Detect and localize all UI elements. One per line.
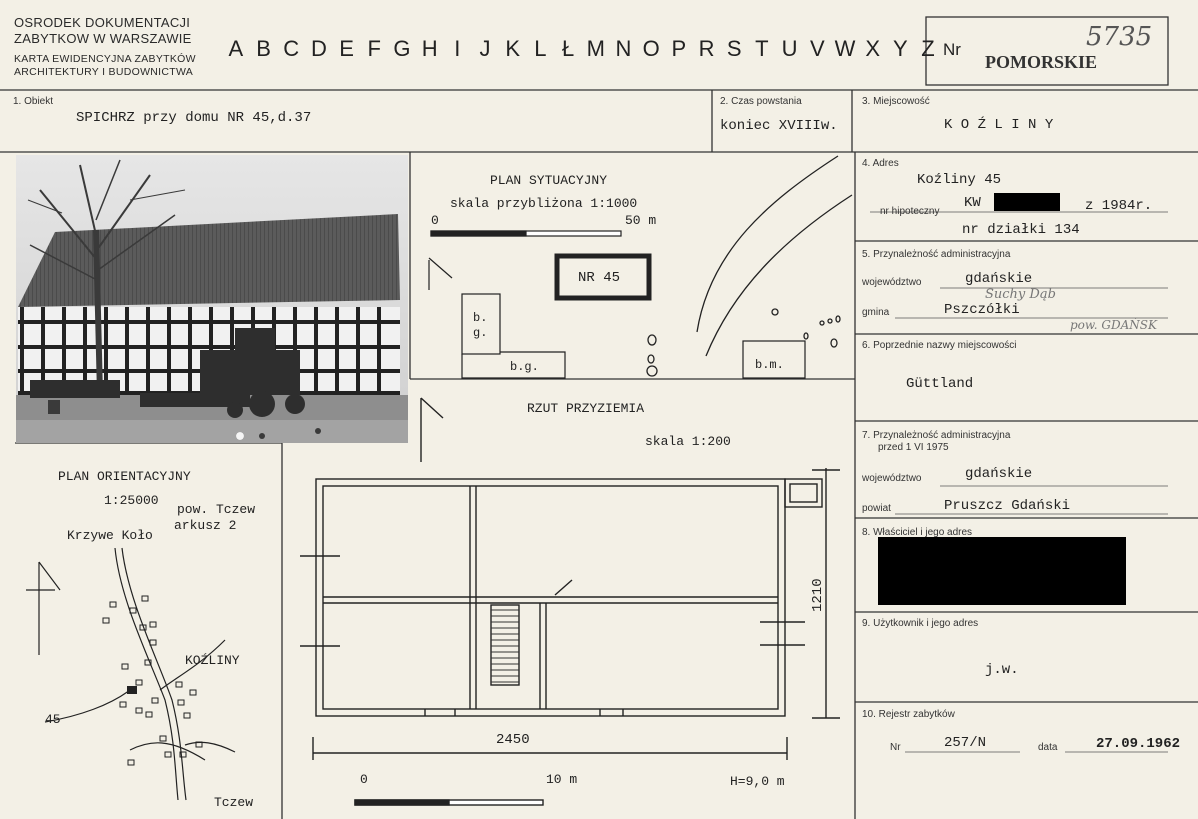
uzytkownik-value: j.w. bbox=[985, 662, 1019, 678]
admin-gmina-value: Pszczółki bbox=[944, 302, 1020, 318]
house-label: NR 45 bbox=[578, 270, 621, 286]
admin1975-label-1: 7. Przynależność administracyjna bbox=[862, 430, 1011, 441]
index-letter: R bbox=[698, 36, 715, 61]
rejestr-nr-label: Nr bbox=[890, 742, 901, 753]
index-letter: P bbox=[671, 36, 687, 61]
index-letter: U bbox=[781, 36, 798, 61]
index-letter: Z bbox=[921, 36, 935, 61]
outbuilding-label-1a: b. bbox=[473, 311, 488, 325]
index-letter: K bbox=[505, 36, 521, 61]
redacted-kw-number bbox=[994, 193, 1060, 211]
index-letter: C bbox=[283, 36, 300, 61]
index-letter: E bbox=[339, 36, 354, 61]
index-letter: J bbox=[479, 36, 491, 61]
index-letter: A bbox=[228, 36, 244, 61]
outbuilding-label-bm: b.m. bbox=[755, 358, 784, 372]
map-town-tczew: Tczew bbox=[214, 795, 254, 810]
admin-gmina-label: gmina bbox=[862, 307, 890, 318]
wlasciciel-label: 8. Właściciel i jego adres bbox=[862, 527, 973, 538]
floor-plan-title: RZUT PRZYZIEMIA bbox=[527, 401, 645, 416]
admin1975-powiat-label: powiat bbox=[862, 503, 891, 514]
site-plan-scale-end: 50 m bbox=[625, 213, 657, 228]
card-number: 5735 bbox=[1086, 22, 1153, 52]
index-letter: B bbox=[256, 36, 271, 61]
institution-line-2: ZABYTKOW W WARSZAWIE bbox=[14, 31, 192, 46]
miejscowosc-label: 3. Miejscowość bbox=[862, 96, 930, 107]
czas-value: koniec XVIIIw. bbox=[720, 118, 838, 134]
rejestr-data-label: data bbox=[1038, 742, 1058, 753]
building-height: H=9,0 m bbox=[730, 774, 785, 789]
index-letter: Y bbox=[893, 36, 908, 61]
handwritten-gmina-note: Suchy Dąb bbox=[985, 287, 1056, 302]
obiekt-label: 1. Obiekt bbox=[13, 96, 54, 107]
index-letter: S bbox=[726, 36, 742, 61]
poprzednie-value: Güttland bbox=[906, 376, 974, 392]
index-letter: O bbox=[642, 36, 660, 61]
rejestr-data-value: 27.09.1962 bbox=[1096, 736, 1181, 752]
admin1975-woj-label: województwo bbox=[862, 473, 922, 484]
adres-label: 4. Adres bbox=[862, 158, 899, 169]
rejestr-nr-value: 257/N bbox=[944, 735, 987, 751]
outbuilding-label-2: b.g. bbox=[510, 360, 539, 374]
handwritten-powiat-note: pow. GDAŃSK bbox=[1070, 318, 1157, 332]
floor-plan-scale-end: 10 m bbox=[546, 772, 578, 787]
site-plan-scale: skala przybliżona 1:1000 bbox=[450, 196, 638, 211]
admin-label: 5. Przynależność administracyjna bbox=[862, 249, 1011, 260]
poprzednie-label: 6. Poprzednie nazwy miejscowości bbox=[862, 340, 1017, 351]
index-letter: X bbox=[865, 36, 880, 61]
uzytkownik-label: 9. Użytkownik i jego adres bbox=[862, 618, 979, 629]
rejestr-label: 10. Rejestr zabytków bbox=[862, 709, 955, 720]
admin1975-powiat-value: Pruszcz Gdański bbox=[944, 498, 1071, 514]
obiekt-value: SPICHRZ przy domu NR 45,d.37 bbox=[76, 110, 312, 126]
hipoteka-label: nr hipoteczny bbox=[880, 206, 940, 217]
map-town-kozliny: KOŹLINY bbox=[185, 653, 240, 668]
admin-woj-value: gdańskie bbox=[965, 271, 1033, 287]
redacted-owner-address bbox=[878, 537, 1126, 605]
orientation-plan-arkusz: arkusz 2 bbox=[174, 518, 237, 533]
dzialka-value: nr działki 134 bbox=[962, 222, 1080, 238]
floor-plan-depth-dimension: 1210 bbox=[810, 578, 826, 612]
floor-plan-scale: skala 1:200 bbox=[645, 434, 731, 449]
site-plan-title: PLAN SYTUACYJNY bbox=[490, 173, 608, 188]
outbuilding-label-1b: g. bbox=[473, 326, 488, 340]
orientation-plan-scale: 1:25000 bbox=[104, 493, 159, 508]
kw-year: z 1984r. bbox=[1085, 198, 1153, 214]
map-number-45: 45 bbox=[45, 712, 61, 727]
site-plan-scale-zero: 0 bbox=[431, 213, 439, 228]
floor-plan-scale-zero: 0 bbox=[360, 772, 368, 787]
index-letter: G bbox=[393, 36, 411, 61]
index-letter: V bbox=[809, 36, 825, 61]
miejscowosc-value: K O Ź L I N Y bbox=[944, 117, 1054, 133]
nr-label: Nr bbox=[943, 40, 961, 59]
admin-woj-label: województwo bbox=[862, 277, 922, 288]
orientation-plan-powiat: pow. Tczew bbox=[177, 502, 256, 517]
index-letter: I bbox=[454, 36, 461, 61]
index-letter: T bbox=[755, 36, 769, 61]
admin1975-woj-value: gdańskie bbox=[965, 466, 1033, 482]
card-type: KARTA EWIDENCYJNA ZABYTKÓW ARCHITEKTURY … bbox=[14, 53, 196, 79]
index-letter: N bbox=[615, 36, 632, 61]
floor-plan-width-dimension: 2450 bbox=[496, 732, 530, 748]
orientation-plan-title: PLAN ORIENTACYJNY bbox=[58, 469, 191, 484]
index-letter: L bbox=[534, 36, 547, 61]
adres-value: Koźliny 45 bbox=[917, 172, 1002, 188]
index-letter: Ł bbox=[561, 36, 575, 61]
institution-name: OSRODEK DOKUMENTACJI ZABYTKOW W WARSZAWI… bbox=[14, 15, 192, 47]
map-town-krzywe-kolo: Krzywe Koło bbox=[67, 528, 153, 543]
index-letter: W bbox=[834, 36, 856, 61]
index-letter: F bbox=[367, 36, 381, 61]
index-letter: M bbox=[586, 36, 605, 61]
card-type-line-2: ARCHITEKTURY I BUDOWNICTWA bbox=[14, 66, 194, 78]
admin1975-label-2: przed 1 VI 1975 bbox=[878, 442, 949, 453]
card-type-line-1: KARTA EWIDENCYJNA ZABYTKÓW bbox=[14, 53, 196, 65]
index-letter: H bbox=[421, 36, 438, 61]
czas-label: 2. Czas powstania bbox=[720, 96, 802, 107]
kw-value: KW bbox=[964, 195, 981, 211]
index-letter: D bbox=[310, 36, 327, 61]
institution-line-1: OSRODEK DOKUMENTACJI bbox=[14, 15, 191, 30]
region-name: POMORSKIE bbox=[985, 52, 1098, 72]
